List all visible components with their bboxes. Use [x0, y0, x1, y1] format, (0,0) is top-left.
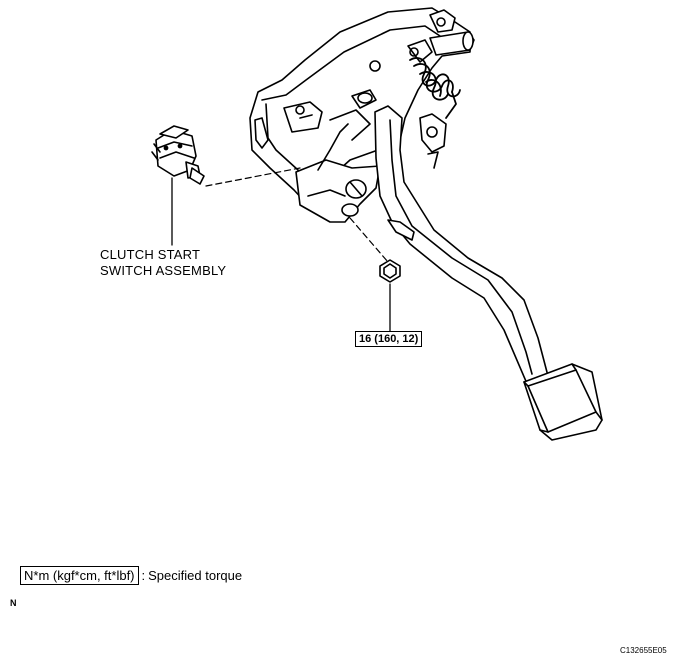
torque-value-box: 16 (160, 12)	[355, 331, 423, 347]
switch-install-line	[205, 167, 301, 187]
return-spring	[409, 57, 461, 119]
switch-callout-label: CLUTCH START SWITCH ASSEMBLY	[100, 247, 260, 279]
figure-code: C132655E05	[620, 646, 667, 655]
lock-nut	[379, 259, 401, 283]
clutch-start-switch	[151, 125, 205, 185]
pedal-pad	[523, 363, 603, 441]
nut-install-line	[349, 217, 389, 263]
legend-unit-box: N*m (kgf*cm, ft*lbf)	[20, 566, 139, 585]
legend-separator: :	[141, 568, 146, 583]
switch-label-line-2: SWITCH ASSEMBLY	[100, 263, 227, 278]
pivot-shaft	[407, 31, 475, 63]
stop-bolt	[351, 89, 447, 169]
switch-mount-flange	[295, 123, 381, 223]
pedal-lever	[374, 105, 549, 387]
corner-letter: N	[10, 598, 17, 608]
torque-legend: N*m (kgf*cm, ft*lbf):Specified torque	[20, 566, 242, 585]
switch-label-line-1: CLUTCH START	[100, 247, 201, 262]
legend-text: Specified torque	[148, 568, 243, 583]
